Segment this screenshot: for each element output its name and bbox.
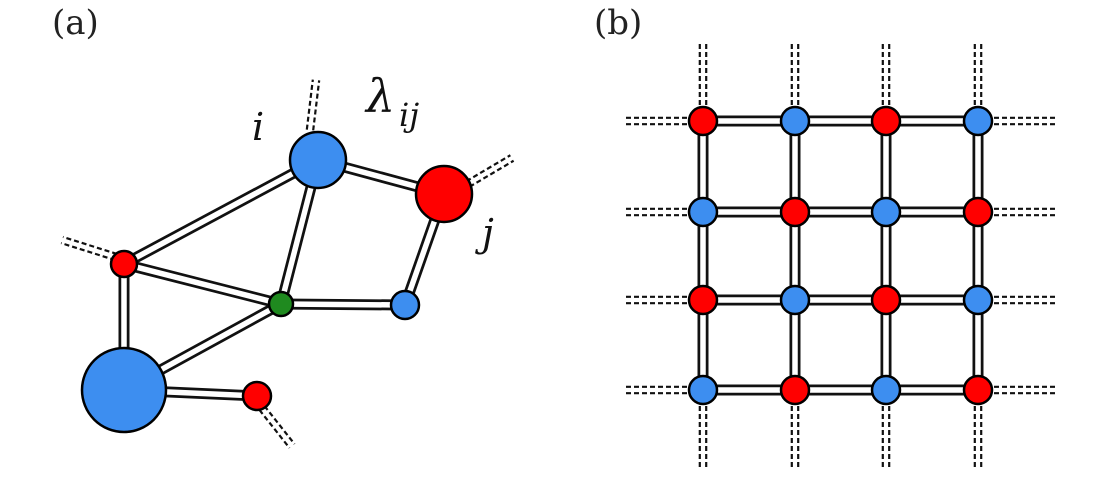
panel-a-edges	[118, 154, 450, 402]
bond-left-red-center-green	[122, 258, 283, 310]
dangling-bond-j	[465, 154, 515, 188]
coupling-lambda-subscript: ij	[399, 96, 419, 134]
lattice-node-2-2	[870, 284, 902, 316]
lattice-node-1-1	[779, 196, 811, 228]
lattice-node-2-1	[779, 284, 811, 316]
coupling-lambda-symbol: λ	[364, 69, 395, 123]
lattice-node-3-2	[870, 374, 902, 406]
dangling-bond-top-col-0	[698, 42, 708, 121]
lattice-node-3-1	[779, 374, 811, 406]
dangling-bond-left-row-3	[624, 385, 703, 395]
tensor-node-center-green	[267, 290, 295, 318]
bond-center-green-small-blue	[280, 298, 406, 311]
dangling-bond-top-col-3	[973, 42, 983, 121]
lattice-node-0-0	[687, 105, 719, 137]
panel-b-label: (b)	[594, 3, 642, 43]
node-j-label: j	[475, 211, 494, 255]
lattice-node-1-2	[870, 196, 902, 228]
dangling-bond-i	[305, 79, 321, 131]
panel-b-dangling-bonds	[624, 42, 1056, 468]
lattice-node-2-0	[687, 284, 719, 316]
tensor-node-left-red	[109, 249, 139, 279]
lattice-node-1-0	[687, 196, 719, 228]
panel-a-nodes	[80, 130, 474, 434]
dangling-bond-left-red	[60, 235, 118, 262]
tensor-node-small-blue	[389, 289, 421, 321]
node-i-label: i	[252, 105, 264, 149]
lattice-node-3-3	[962, 374, 994, 406]
dangling-bond-bottom-red	[258, 405, 296, 449]
tensor-node-bottom-red	[241, 380, 273, 412]
tensor-node-big-blue	[80, 346, 168, 434]
lattice-node-0-3	[962, 105, 994, 137]
panel-b-edges	[697, 115, 984, 396]
bond-i-left-red	[121, 155, 321, 269]
dangling-bond-left-row-2	[624, 295, 703, 305]
panel-a: (a) i j λ ij	[52, 3, 515, 449]
panel-b-nodes	[687, 105, 994, 406]
panel-a-dangling-bonds	[60, 79, 515, 449]
dangling-bond-left-row-0	[624, 116, 703, 126]
lattice-node-2-3	[962, 284, 994, 316]
lattice-node-0-2	[870, 105, 902, 137]
tensor-node-j	[414, 164, 474, 224]
lattice-node-3-0	[687, 374, 719, 406]
lattice-node-0-1	[779, 105, 811, 137]
panel-a-label: (a)	[52, 3, 99, 43]
dangling-bond-top-col-2	[881, 42, 891, 121]
panel-b: (b)	[594, 3, 1056, 468]
lattice-node-1-3	[962, 196, 994, 228]
dangling-bond-top-col-1	[790, 42, 800, 121]
tensor-node-i	[288, 130, 348, 190]
dangling-bond-left-row-1	[624, 207, 703, 217]
